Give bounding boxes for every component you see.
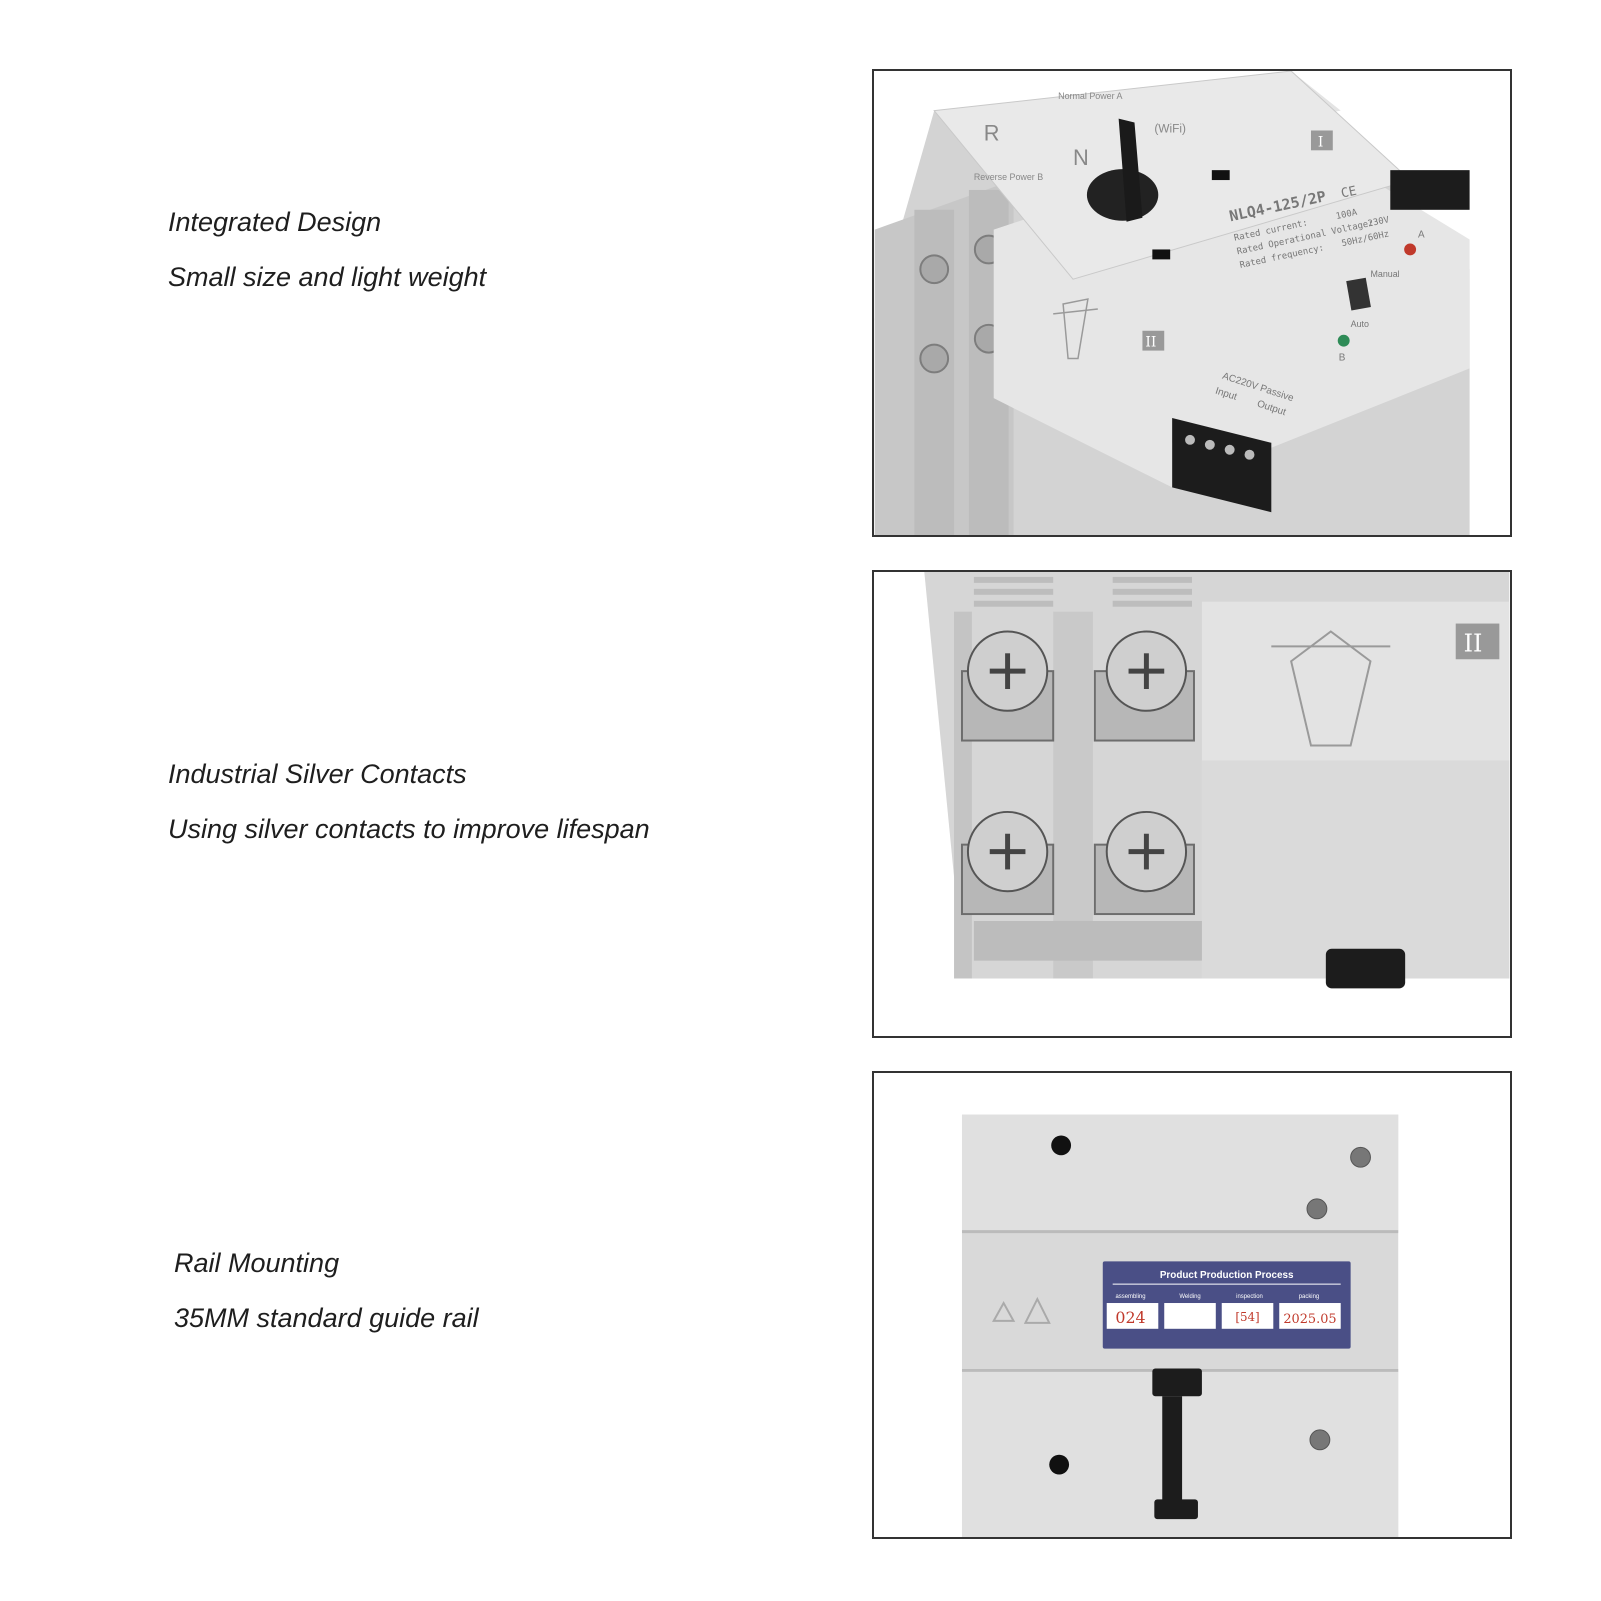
feature-3-subtitle: 35MM standard guide rail: [174, 1303, 479, 1333]
mode-auto-label: Auto: [1351, 319, 1369, 329]
mode-manual-label: Manual: [1370, 269, 1399, 279]
normal-power-label: Normal Power A: [1058, 91, 1122, 101]
rail-mount-illustration: Product Production Process assembling We…: [874, 1073, 1510, 1537]
production-col-welding: Welding: [1179, 1294, 1200, 1300]
production-col-assembling: assembling: [1116, 1294, 1146, 1300]
feature-1-title: Integrated Design: [168, 207, 382, 237]
feature-2-subtitle: Using silver contacts to improve lifespa…: [168, 814, 650, 844]
indicator-a-label: A: [1418, 230, 1425, 241]
production-value-assembling: 024: [1115, 1308, 1145, 1327]
production-value-inspection: [54]: [1235, 1310, 1259, 1324]
recycle-icon: [992, 1296, 1051, 1324]
transfer-switch-illustration: R N Normal Power A Reverse Power B (WiFi…: [874, 71, 1510, 535]
pole-r-label: R: [984, 120, 1000, 145]
power-pylon-icon: [1053, 298, 1098, 360]
reverse-power-label: Reverse Power B: [974, 172, 1043, 182]
roman-one-label: I: [1318, 134, 1323, 150]
production-label-heading: Product Production Process: [1160, 1270, 1294, 1281]
pole-n-label: N: [1073, 145, 1089, 170]
ce-mark: CE: [1340, 184, 1358, 202]
power-pylon-icon: [1271, 630, 1391, 747]
rated-current-value: 100A: [1335, 208, 1359, 222]
feature-3-title: Rail Mounting: [174, 1248, 340, 1278]
production-value-packing: 2025.05: [1283, 1312, 1336, 1327]
product-photo-top-view: R N Normal Power A Reverse Power B (WiFi…: [872, 69, 1512, 537]
silver-contacts-illustration: II: [874, 572, 1510, 1036]
production-col-inspection: inspection: [1236, 1294, 1263, 1300]
indicator-b-label: B: [1339, 353, 1346, 364]
feature-1-subtitle: Small size and light weight: [168, 262, 487, 292]
wifi-label: (WiFi): [1154, 121, 1186, 135]
roman-two-label-side: II: [1464, 629, 1483, 657]
rated-voltage-value: 230V: [1367, 215, 1391, 229]
production-process-label: Product Production Process assembling We…: [1102, 1261, 1351, 1349]
feature-2-title: Industrial Silver Contacts: [168, 759, 467, 789]
roman-two-label-top: II: [1145, 335, 1156, 351]
product-photo-rear-view: Product Production Process assembling We…: [872, 1071, 1512, 1539]
production-col-packing: packing: [1299, 1294, 1319, 1300]
product-photo-contacts: II: [872, 570, 1512, 1038]
